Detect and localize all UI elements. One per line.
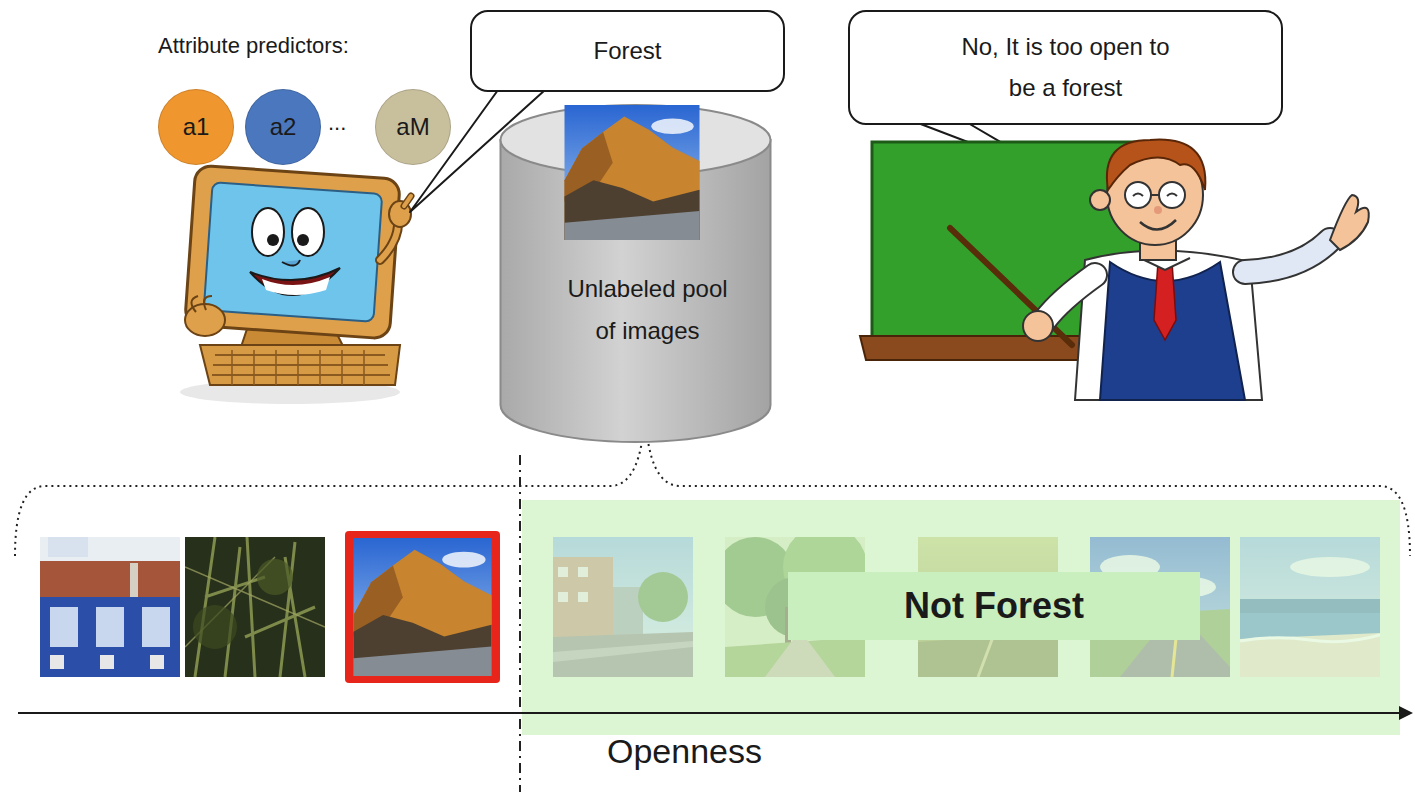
node-text: aM bbox=[396, 113, 429, 141]
text-group: a1 bbox=[183, 113, 210, 141]
attribute-circle: a2 bbox=[245, 89, 321, 165]
not-forest-region bbox=[522, 500, 1400, 735]
text-group: No, It is too open to be a forest bbox=[951, 27, 1181, 109]
node-text: No, It is too open to be a forest bbox=[951, 27, 1181, 109]
node-text: Unlabeled pool of images bbox=[559, 268, 737, 352]
text-group: a2 bbox=[270, 113, 297, 141]
openness-axis bbox=[18, 712, 1400, 714]
node-text: a2 bbox=[270, 113, 297, 141]
speech-bubble: No, It is too open to be a forest bbox=[848, 10, 1283, 125]
section-label: Attribute predictors: bbox=[158, 33, 349, 59]
text-group: Unlabeled pool of images bbox=[498, 268, 797, 352]
image-strip bbox=[40, 525, 1380, 683]
cylinder-outline bbox=[498, 100, 773, 445]
speech-bubble: Forest bbox=[470, 10, 785, 92]
ellipsis: ... bbox=[328, 110, 346, 136]
node-text: Forest bbox=[483, 31, 773, 72]
node-text: Not Forest bbox=[904, 585, 1084, 627]
teacher-cartoon bbox=[860, 140, 1369, 400]
axis-arrowhead bbox=[1399, 706, 1413, 720]
text-group: aM bbox=[396, 113, 429, 141]
not-forest-box: Not Forest bbox=[788, 572, 1200, 640]
text-group: Forest bbox=[483, 31, 773, 72]
axis-label: Openness bbox=[607, 732, 762, 771]
threshold-line bbox=[519, 455, 521, 792]
attribute-circle: a1 bbox=[158, 89, 234, 165]
image-pool-cylinder: Unlabeled pool of images bbox=[498, 100, 797, 445]
attribute-circle: aM bbox=[375, 89, 451, 165]
node-text: a1 bbox=[183, 113, 210, 141]
computer-cartoon bbox=[180, 165, 411, 404]
text-group: Not Forest bbox=[904, 585, 1084, 627]
